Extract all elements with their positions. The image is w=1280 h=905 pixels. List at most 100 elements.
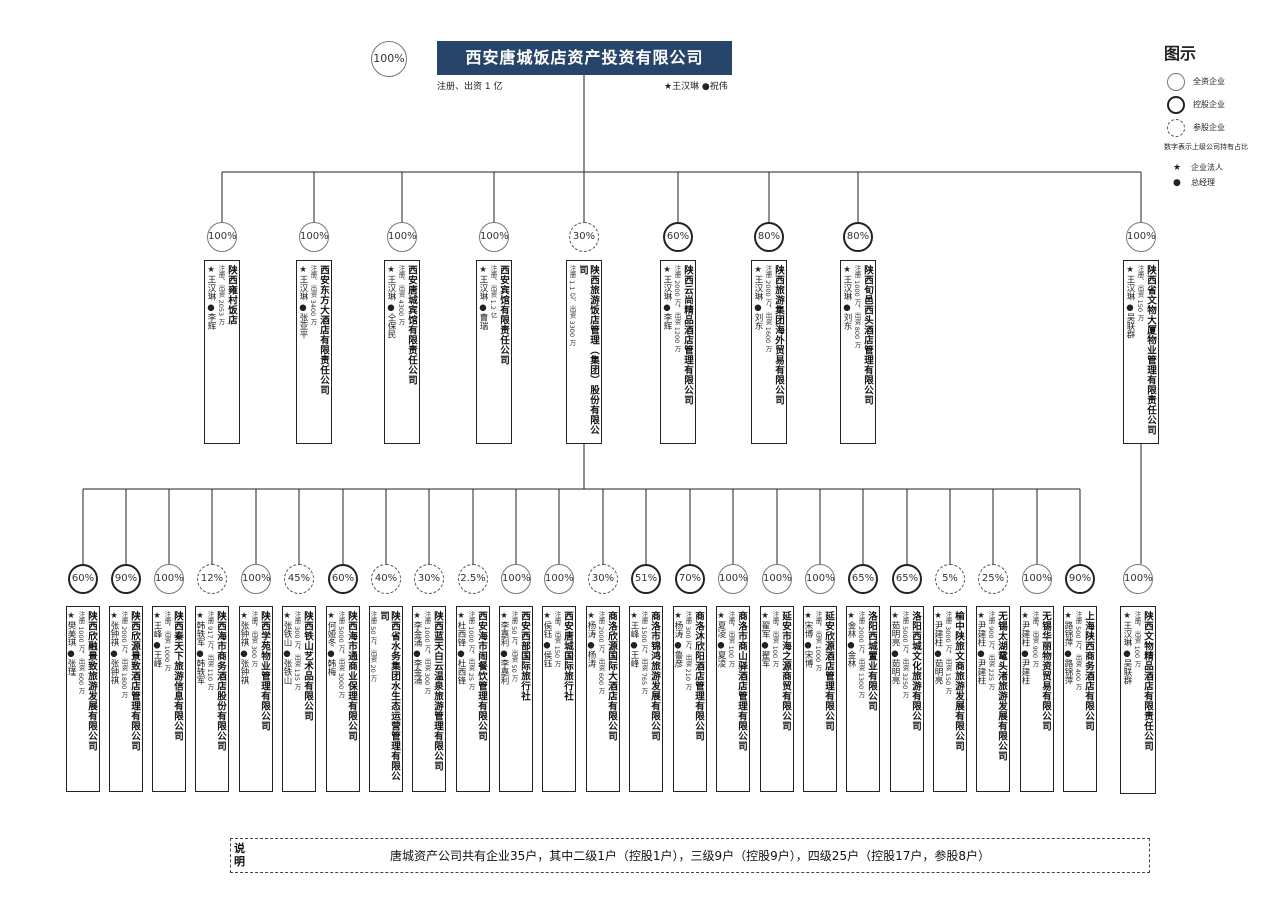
level2-share-circle: 80% bbox=[754, 222, 784, 252]
company-registration: 注册 1.1 亿、出资 3300 万 bbox=[568, 265, 576, 346]
star-icon: ★ bbox=[1173, 162, 1182, 173]
level3-right-company-box[interactable]: 陕西文物精品酒店有限责任公司注册，出资 100 万★王汉琳 ●吴联群 bbox=[1120, 606, 1156, 794]
level3-company-box[interactable]: 西安西部国际旅行社注册 50 万，出资 50 万★李嘉利 ●李嘉利 bbox=[499, 606, 533, 792]
level3-company-box[interactable]: 上海陕西商务酒店有限公司注册 500 万，出资 400 万★路锦萍 ●路锦萍 bbox=[1063, 606, 1097, 792]
company-registration: 注册 1000 万，出资 300 万 bbox=[423, 611, 431, 694]
level3-company-box[interactable]: 陕西秦天下旅游信息有限公司注册，出资 1000 万★王峰 ●王峰 bbox=[152, 606, 186, 792]
company-registration: 注册，出资 300 万 bbox=[250, 611, 258, 667]
level2-share-circle: 100% bbox=[207, 222, 237, 252]
level2-share-circle: 30% bbox=[569, 222, 599, 252]
company-persons: ★王峰 ●王峰 bbox=[629, 611, 639, 668]
level3-share-circle: 2.5% bbox=[458, 564, 488, 594]
level3-company-box[interactable]: 陕西学苑物业管理有限公司注册，出资 300 万★张钟祺 ●张钟祺 bbox=[239, 606, 273, 792]
company-name: 商洛欣源国际大酒店有限公司 bbox=[606, 611, 617, 741]
company-name: 延安市海之源商贸有限公司 bbox=[780, 611, 791, 731]
level3-share-circle: 90% bbox=[111, 564, 141, 594]
legend-star-label: 企业法人 bbox=[1191, 163, 1223, 172]
company-registration: 注册，出资 100 万 bbox=[771, 611, 779, 667]
level3-company-box[interactable]: 陕西海市商务酒店股份有限公司注册 917 万，出资 110 万★韩轶军 ●韩轶军 bbox=[195, 606, 229, 792]
company-registration: 注册、出资 2053 万 bbox=[217, 265, 225, 325]
company-persons: ★张钟祺 ●张钟祺 bbox=[239, 611, 249, 685]
company-name: 陕西学苑物业管理有限公司 bbox=[259, 611, 270, 731]
company-registration: 注册、出资 150 万 bbox=[1136, 265, 1144, 321]
level3-company-box[interactable]: 陕西海市通商业保理有限公司注册 5000 万，出资 3000 万★何娅冬 ●韩梅 bbox=[326, 606, 360, 792]
top-share-circle: 100% bbox=[371, 41, 407, 77]
company-name: 西安东方大酒店有限责任公司 bbox=[318, 265, 329, 395]
company-name: 陕西云尚精品酒店管理有限公司 bbox=[682, 265, 693, 405]
level3-company-box[interactable]: 无锡太湖鼋头渚旅游发展有限公司注册 900 万，出资 225 万★尹建柱 ●尹建… bbox=[976, 606, 1010, 792]
legend-ctrl: 控股企业 bbox=[1164, 93, 1274, 116]
company-persons: ★夏凌 ●夏凌 bbox=[716, 611, 726, 668]
legend-part-label: 参股企业 bbox=[1193, 123, 1225, 132]
level3-share-circle: 30% bbox=[588, 564, 618, 594]
level3-company-box[interactable]: 商洛欣源国际大酒店有限公司注册 2000 万，出资 600 万★杨涛 ●杨涛 bbox=[586, 606, 620, 792]
level2-company-box[interactable]: 西安东方大酒店有限责任公司注册、出资 3400 万★王汉琳 ●张亚平 bbox=[296, 260, 332, 444]
level2-company-box[interactable]: 陕西旬邑西头酒店管理有限公司注册 1000 万，出资 800 万★王汉琳 ●刘东 bbox=[840, 260, 876, 444]
level3-company-box[interactable]: 陕西铁山艺术品有限公司注册 300 万，出资 135 万★张铁山 ●张铁山 bbox=[282, 606, 316, 792]
level3-company-box[interactable]: 西安海市闹餐饮管理有限公司注册 1000 万，出资 25 万★杜西锋 ●杜西锋 bbox=[456, 606, 490, 792]
company-name: 商洛市商山驿酒店管理有限公司 bbox=[736, 611, 747, 751]
level2-company-box[interactable]: 陕西旅游集团海外贸易有限公司注册 2000 万，出资 1600 万★王汉琳 ●刘… bbox=[751, 260, 787, 444]
level3-company-box[interactable]: 延安欣源酒店管理有限公司注册，出资 1000 万★宋博 ●宋博 bbox=[803, 606, 837, 792]
company-registration: 注册，出资 100 万 bbox=[727, 611, 735, 667]
level3-company-box[interactable]: 洛阳西城置业有限公司注册 2000 万，出资 1300 万★金林 ●金林 bbox=[846, 606, 880, 792]
legend-dot-label: 总经理 bbox=[1191, 178, 1215, 187]
level2-company-box[interactable]: 西安宾馆有限责任公司注册、出资 1.2 亿★王汉琳 ●曹瑞 bbox=[476, 260, 512, 444]
level3-share-circle: 65% bbox=[892, 564, 922, 594]
level3-company-box[interactable]: 陕西欣源景致酒店管理有限公司注册 2000 万，出资 1800 万★张钟祺 ●张… bbox=[109, 606, 143, 792]
top-company-persons: ★王汉琳 ●祝伟 bbox=[664, 82, 728, 92]
company-name: 无锡太湖鼋头渚旅游发展有限公司 bbox=[996, 611, 1007, 761]
company-persons: ★王汉琳 ●张亚平 bbox=[298, 265, 308, 339]
company-registration: 注册 2000 万，出资 1300 万 bbox=[857, 611, 865, 698]
company-name: 商洛沐欣阳酒店管理有限公司 bbox=[693, 611, 704, 741]
level2-company-box[interactable]: 陕西云尚精品酒店管理有限公司注册 2000 万，出资 1200 万★王汉琳 ●李… bbox=[660, 260, 696, 444]
level2-share-circle: 100% bbox=[387, 222, 417, 252]
level3-company-box[interactable]: 西安唐城国际旅行社注册，出资 150 万★侯钰 ●侯钰 bbox=[542, 606, 576, 792]
top-company-registration: 注册、出资 1 亿 bbox=[437, 82, 503, 92]
level3-share-circle: 100% bbox=[544, 564, 574, 594]
company-registration: 注册、出资 4300 万 bbox=[397, 265, 405, 325]
legend-full: 全资企业 bbox=[1164, 70, 1274, 93]
company-name: 陕西省文物大厦物业管理有限责任公司 bbox=[1145, 265, 1156, 435]
company-persons: ★茹明亮 ●茹明亮 bbox=[890, 611, 900, 685]
level3-company-box[interactable]: 商洛市商山驿酒店管理有限公司注册，出资 100 万★夏凌 ●夏凌 bbox=[716, 606, 750, 792]
level3-company-box[interactable]: 洛阳西城文化旅游有限公司注册 5000 万，出资 3250 万★茹明亮 ●茹明亮 bbox=[890, 606, 924, 792]
company-name: 陕西省水务集团水生态运营管理有限公司 bbox=[378, 611, 400, 781]
company-persons: ★王汉琳 ●吴联群 bbox=[1125, 265, 1135, 339]
level3-company-box[interactable]: 陕西蓝天白云温泉旅游管理有限公司注册 1000 万，出资 300 万★李金涌 ●… bbox=[412, 606, 446, 792]
level2-company-box[interactable]: 陕西省文物大厦物业管理有限责任公司注册、出资 150 万★王汉琳 ●吴联群 bbox=[1123, 260, 1159, 444]
company-name: 延安欣源酒店管理有限公司 bbox=[823, 611, 834, 731]
company-persons: ★杨涛 ●鲁彦 bbox=[673, 611, 683, 668]
company-registration: 注册，出资 900 万 bbox=[1031, 611, 1039, 667]
level3-company-box[interactable]: 榆中陕旅文商旅游发展有限公司注册 3000 万，出资 150 万★尹建柱 ●茹明… bbox=[933, 606, 967, 792]
company-persons: ★尹建柱 ●茹明亮 bbox=[933, 611, 943, 685]
explanation-box: 说明 唐城资产公司共有企业35户，其中二级1户（控股1户），三级9户（控股9户）… bbox=[230, 838, 1150, 873]
company-registration: 注册 900 万，出资 225 万 bbox=[987, 611, 995, 690]
top-company-box[interactable]: 西安唐城饭店资产投资有限公司 bbox=[437, 41, 732, 75]
level3-company-box[interactable]: 无锡华丽物资贸易有限公司注册，出资 900 万★尹建柱 ●尹建柱 bbox=[1020, 606, 1054, 792]
company-persons: ★何娅冬 ●韩梅 bbox=[326, 611, 336, 677]
company-persons: ★金林 ●金林 bbox=[846, 611, 856, 668]
full-circle-icon bbox=[1167, 72, 1185, 91]
company-registration: 注册，出资 1000 万 bbox=[163, 611, 171, 671]
company-persons: ★茹明亮 ●张海军 bbox=[566, 265, 567, 439]
company-registration: 注册 5000 万，出资 3000 万 bbox=[337, 611, 345, 698]
level3-company-box[interactable]: 商洛市锦鸿旅游发展有限公司注册 1500 万，出资 765 万★王峰 ●王峰 bbox=[629, 606, 663, 792]
level3-share-circle: 100% bbox=[154, 564, 184, 594]
level3-share-circle: 70% bbox=[675, 564, 705, 594]
level2-company-box[interactable]: 西安唐城宾馆有限责任公司注册、出资 4300 万★王汉琳 ●仝保民 bbox=[384, 260, 420, 444]
level3-company-box[interactable]: 陕西欣融景致旅游发展有限公司注册 1000 万，出资 600 万★樊美琪 ●张瑾 bbox=[66, 606, 100, 792]
company-persons: ★张钟祺 ●张钟祺 bbox=[109, 611, 119, 685]
company-persons: ★王汉琳 ●刘东 bbox=[753, 265, 763, 331]
level3-share-circle: 90% bbox=[1065, 564, 1095, 594]
company-registration: 注册 300 万，出资 135 万 bbox=[293, 611, 301, 690]
level3-company-box[interactable]: 商洛沐欣阳酒店管理有限公司注册 300 万，出资 210 万★杨涛 ●鲁彦 bbox=[673, 606, 707, 792]
company-registration: 注册 1000 万，出资 800 万 bbox=[853, 265, 861, 348]
level2-company-box[interactable]: 陕西雍村饭店注册、出资 2053 万★王汉琳 ●李辉 bbox=[204, 260, 240, 444]
company-name: 洛阳西城置业有限公司 bbox=[866, 611, 877, 711]
level3-company-box[interactable]: 延安市海之源商贸有限公司注册，出资 100 万★翟军 ●翟军 bbox=[760, 606, 794, 792]
company-name: 西安西部国际旅行社 bbox=[519, 611, 530, 701]
